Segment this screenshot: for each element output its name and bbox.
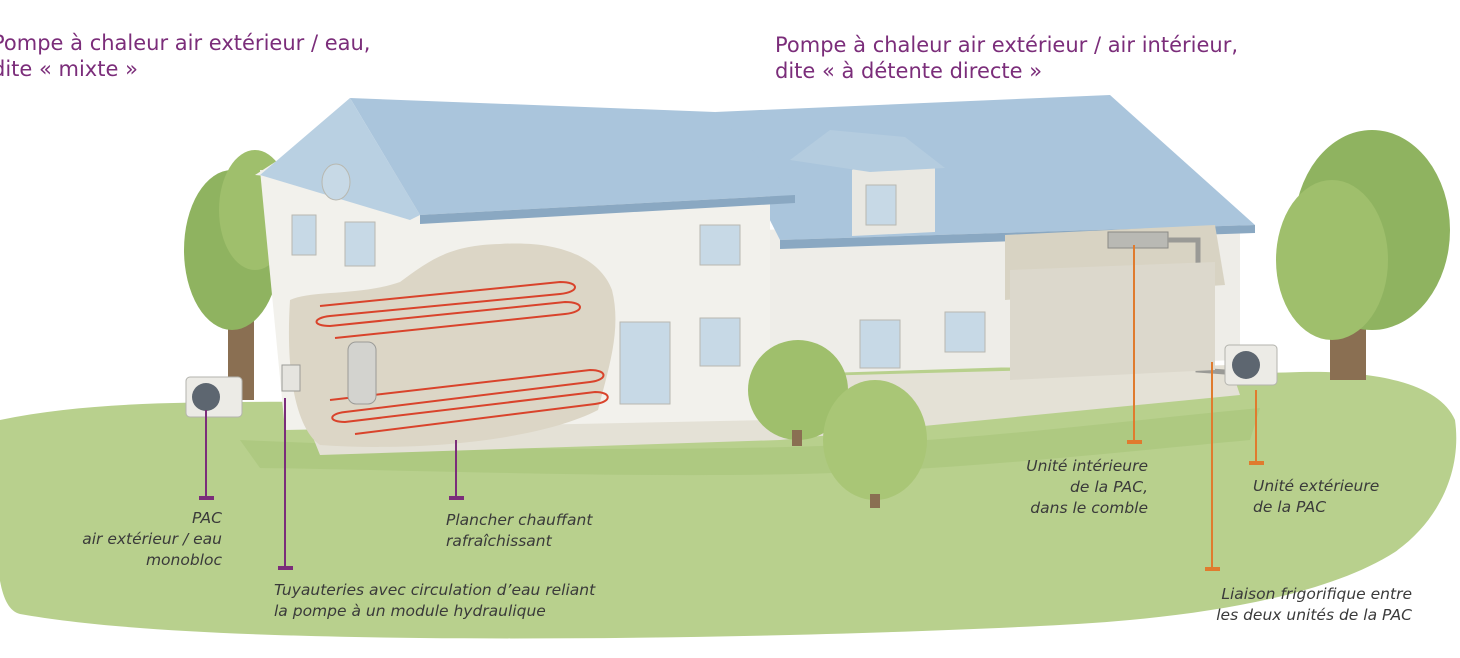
callout-unite-interieure-line3: dans le comble bbox=[1030, 499, 1148, 517]
window-right-1 bbox=[859, 319, 901, 369]
callout-pac-line1: PAC bbox=[191, 509, 222, 527]
callout-plancher: Plancher chauffant rafraîchissant bbox=[446, 510, 592, 552]
oculus-window bbox=[321, 163, 351, 201]
garage-opening bbox=[1010, 262, 1215, 380]
main-house-roof-edge bbox=[420, 195, 795, 224]
main-house-roof bbox=[350, 98, 795, 215]
callout-unite-interieure-line2: de la PAC, bbox=[1070, 478, 1148, 496]
callout-unite-exterieure-line1: Unité extérieure bbox=[1253, 477, 1380, 495]
window-main-3 bbox=[699, 224, 741, 266]
outdoor-unit-left bbox=[185, 376, 243, 418]
dormer-window bbox=[865, 184, 897, 226]
tree-right bbox=[1276, 130, 1450, 380]
callout-pac-monobloc: PAC air extérieur / eau monobloc bbox=[82, 508, 222, 571]
title-right: Pompe à chaleur air extérieur / air inté… bbox=[775, 32, 1238, 84]
callout-unite-exterieure: Unité extérieure de la PAC bbox=[1253, 476, 1379, 518]
hydraulic-module bbox=[281, 364, 301, 392]
right-wing-roof bbox=[715, 95, 1255, 240]
callout-plancher-line2: rafraîchissant bbox=[446, 532, 552, 550]
title-left-line2: dite « mixte » bbox=[0, 57, 138, 81]
callout-pac-line2: air extérieur / eau bbox=[82, 530, 222, 548]
title-left: Pompe à chaleur air extérieur / eau, dit… bbox=[0, 30, 370, 82]
callout-tuyauteries-line2: la pompe à un module hydraulique bbox=[274, 602, 546, 620]
callout-tuyauteries-line1: Tuyauteries avec circulation d’eau relia… bbox=[274, 581, 596, 599]
title-left-line1: Pompe à chaleur air extérieur / eau, bbox=[0, 31, 371, 55]
callout-unite-interieure: Unité intérieure de la PAC, dans le comb… bbox=[1026, 456, 1148, 519]
leaders-orange bbox=[1133, 245, 1257, 568]
callout-liaison-line2: les deux unités de la PAC bbox=[1216, 606, 1412, 624]
indoor-unit bbox=[1107, 231, 1169, 249]
bush-2 bbox=[823, 380, 927, 500]
outdoor-unit-right bbox=[1224, 344, 1278, 386]
bush-1 bbox=[748, 340, 848, 440]
dormer-roof bbox=[790, 130, 945, 172]
window-main-4 bbox=[699, 317, 741, 367]
callout-liaison-line1: Liaison frigorifique entre bbox=[1221, 585, 1412, 603]
bush-trunk-1 bbox=[792, 430, 802, 446]
hot-water-tank bbox=[347, 341, 377, 405]
lawn-shadow bbox=[240, 408, 1260, 476]
title-right-line1: Pompe à chaleur air extérieur / air inté… bbox=[775, 33, 1239, 57]
leader-ticks-purple bbox=[199, 496, 464, 570]
upper-floor-loops bbox=[315, 280, 581, 339]
window-main-2 bbox=[344, 221, 376, 267]
french-door bbox=[619, 321, 671, 405]
callout-plancher-line1: Plancher chauffant bbox=[446, 511, 593, 529]
window-right-2 bbox=[944, 311, 986, 353]
leaders-purple bbox=[205, 398, 457, 567]
callout-unite-interieure-line1: Unité intérieure bbox=[1026, 457, 1148, 475]
callout-tuyauteries: Tuyauteries avec circulation d’eau relia… bbox=[274, 580, 595, 622]
bush-trunk-2 bbox=[870, 494, 880, 508]
callout-pac-line3: monobloc bbox=[145, 551, 222, 569]
window-main-1 bbox=[291, 214, 317, 256]
lower-floor-loops bbox=[329, 368, 609, 435]
title-right-line2: dite « à détente directe » bbox=[775, 59, 1043, 83]
main-house-roof-side bbox=[260, 98, 420, 220]
callout-unite-exterieure-line2: de la PAC bbox=[1253, 498, 1327, 516]
callout-liaison: Liaison frigorifique entre les deux unit… bbox=[1216, 584, 1412, 626]
leader-ticks-orange bbox=[1127, 440, 1264, 571]
